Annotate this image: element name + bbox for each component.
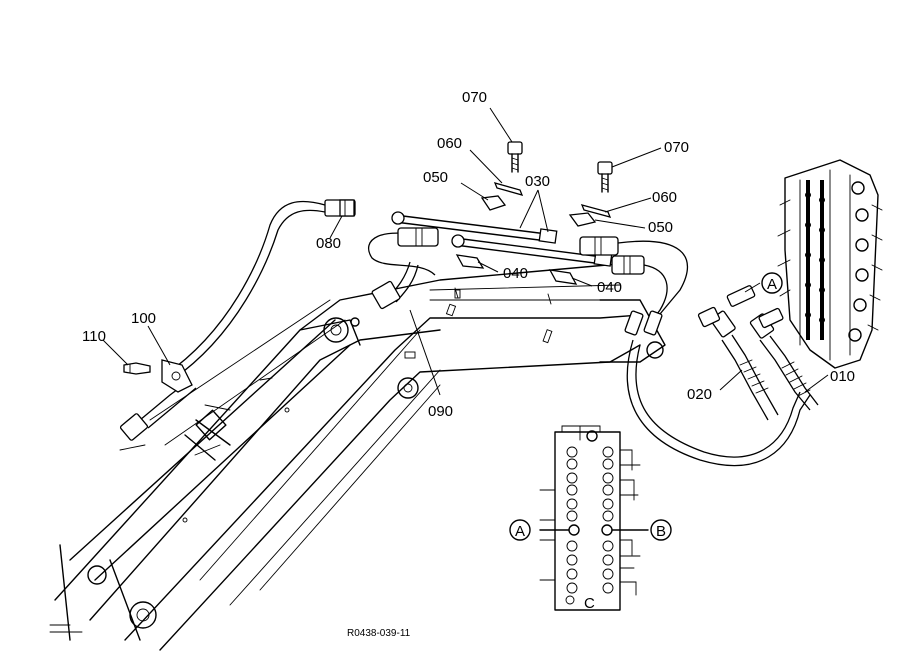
callout-010: 010 (830, 368, 855, 385)
boom-cylinder (69, 317, 361, 581)
svg-text:A: A (515, 523, 525, 540)
port-marker-a-top: A (761, 272, 783, 294)
left-hose-loop (164, 199, 356, 381)
svg-text:B: B (656, 523, 666, 540)
port-marker-a-schematic: A (509, 519, 531, 541)
callout-030: 030 (525, 173, 550, 190)
callout-070-top: 070 (462, 89, 487, 106)
right-hose-loop (579, 236, 811, 467)
callout-060-right: 060 (652, 189, 677, 206)
callout-020: 020 (687, 386, 712, 403)
callout-100: 100 (131, 310, 156, 327)
callout-050-right: 050 (648, 219, 673, 236)
port-schematic (539, 425, 649, 611)
port-label-c-schematic: C (584, 595, 595, 612)
port-marker-b-schematic: B (650, 519, 672, 541)
clamp-100-bolt-110 (119, 359, 273, 456)
callout-090: 090 (428, 403, 453, 420)
svg-text:A: A (767, 276, 777, 293)
callout-070-right: 070 (664, 139, 689, 156)
callout-110: 110 (82, 328, 106, 345)
callout-060-left: 060 (437, 135, 462, 152)
control-valve-block (777, 159, 883, 369)
callout-050-left: 050 (423, 169, 448, 186)
schematic-port-circles (565, 446, 614, 605)
fasteners-040-070 (454, 141, 613, 305)
callout-080: 080 (316, 235, 341, 252)
callout-040-right: 040 (597, 279, 622, 296)
valve-spool-dots (805, 180, 825, 340)
mid-hoses (367, 227, 441, 396)
callout-leaders (102, 107, 829, 393)
drawing-code: R0438-039-11 (347, 628, 411, 639)
callout-040-left: 040 (503, 265, 528, 282)
boom-arm (49, 261, 666, 651)
